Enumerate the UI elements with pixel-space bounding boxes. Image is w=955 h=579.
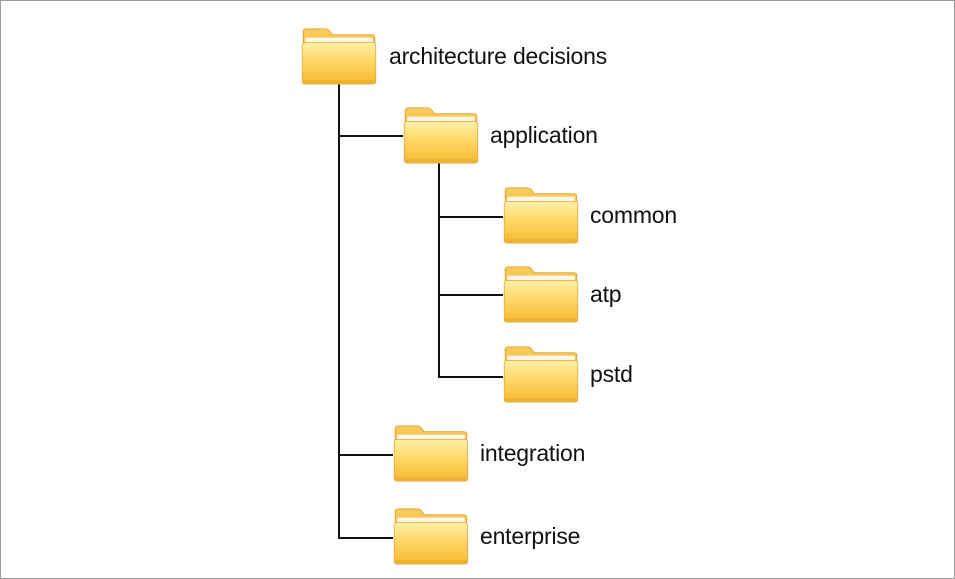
node-label-integration: integration — [480, 439, 586, 466]
node-label-application: application — [490, 121, 598, 148]
folder-icon — [498, 264, 584, 324]
node-label-common: common — [590, 201, 677, 228]
folder-icon — [398, 105, 484, 165]
tree-node-atp[interactable]: atp — [498, 259, 622, 329]
tree-node-integration[interactable]: integration — [388, 418, 585, 488]
tree-node-architecture-decisions[interactable]: architecture decisions — [295, 21, 607, 91]
folder-icon — [498, 344, 584, 404]
node-label-pstd: pstd — [590, 360, 633, 387]
folder-icon — [295, 26, 383, 86]
node-label-atp: atp — [590, 280, 622, 307]
tree-node-application[interactable]: application — [398, 100, 598, 170]
tree-node-pstd[interactable]: pstd — [498, 339, 633, 409]
tree-node-common[interactable]: common — [498, 180, 677, 250]
node-label-enterprise: enterprise — [480, 522, 581, 549]
node-label-architecture-decisions: architecture decisions — [389, 42, 608, 69]
folder-icon — [388, 423, 474, 483]
folder-icon — [498, 185, 584, 245]
tree-node-enterprise[interactable]: enterprise — [388, 501, 580, 571]
folder-icon — [388, 506, 474, 566]
